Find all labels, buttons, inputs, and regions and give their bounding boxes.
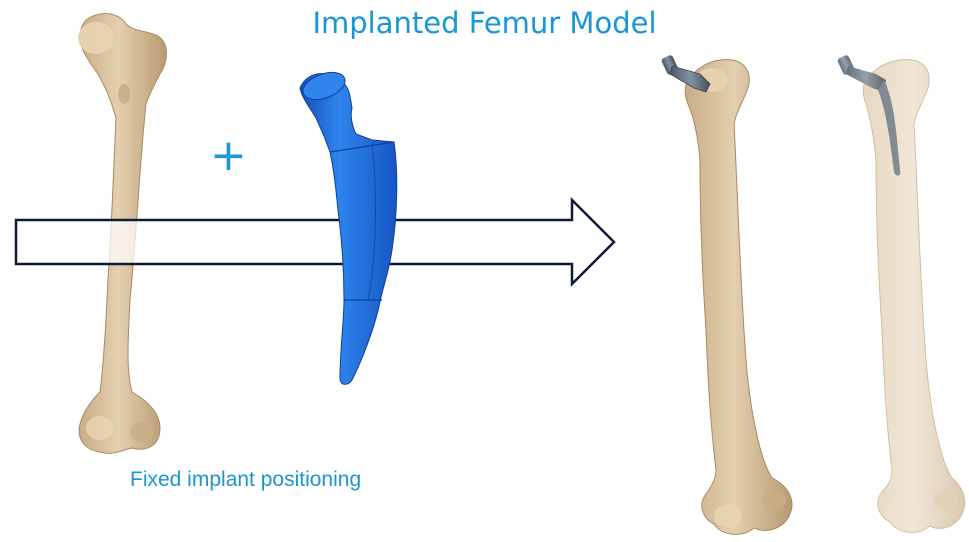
caption-fixed-implant-positioning: Fixed implant positioning: [130, 468, 361, 492]
diagram-title: Implanted Femur Model: [0, 6, 969, 40]
process-arrow-icon: [16, 200, 614, 284]
plus-sign: +: [210, 134, 247, 178]
implanted-femur-translucent-icon: [837, 54, 965, 532]
implanted-femur-opaque-icon: [661, 54, 792, 534]
